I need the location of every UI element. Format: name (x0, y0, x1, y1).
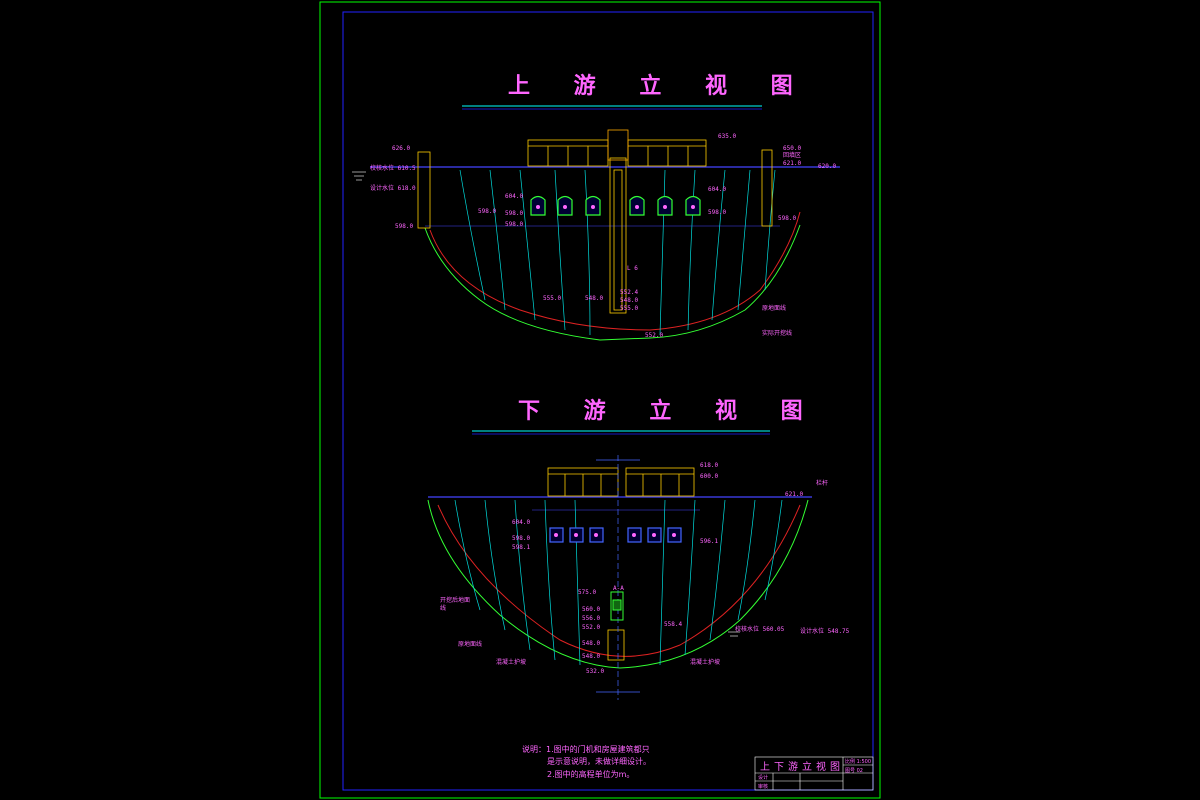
el-label: 618.0 (700, 462, 718, 469)
el-label: 635.0 (718, 133, 736, 140)
el-label: 548.0 (620, 297, 638, 304)
title-block (754, 756, 874, 791)
inner-frame (342, 11, 874, 791)
water-level-label: 设计水位 618.0 (370, 184, 416, 192)
slope-protection-note: 混凝土护坡 (496, 658, 526, 666)
el-label: 552.0 (645, 332, 663, 339)
excavation-note: 实际开挖线 (762, 329, 792, 337)
el-label: 555.0 (620, 305, 638, 312)
el-label: 620.0 (818, 163, 836, 170)
title-block-checker: 审核 (758, 783, 768, 790)
el-label: 598.0 (505, 210, 523, 217)
el-label: 598.0 (512, 535, 530, 542)
el-label: 626.0 (392, 145, 410, 152)
title-block-designer: 设计 (758, 774, 768, 781)
general-notes: 说明：1.图中的门机和房屋建筑都只 是示意说明，未做详细设计。 2.图中的高程单… (522, 744, 651, 779)
el-label: 555.0 (543, 295, 561, 302)
el-label: 552.4 (620, 289, 638, 296)
el-label: 598.0 (395, 223, 413, 230)
note-line: 说明：1.图中的门机和房屋建筑都只 (522, 744, 650, 754)
note-line: 是示意说明，未做详细设计。 (547, 756, 651, 766)
top-title: 上 游 立 视 图 (508, 73, 811, 99)
bottom-title: 下 游 立 视 图 (518, 398, 821, 424)
el-label: 560.0 (582, 606, 600, 613)
el-label: 650.0 (783, 145, 801, 152)
el-label: 回填区 (783, 151, 801, 159)
excavation-note: 线 (440, 604, 446, 612)
el-label: 548.0 (582, 653, 600, 660)
el-label: 548.0 (585, 295, 603, 302)
el-label: 598.0 (778, 215, 796, 222)
ground-line-note: 原地面线 (762, 304, 786, 312)
el-label: 558.4 (664, 621, 682, 628)
el-label: 556.0 (582, 615, 600, 622)
el-label: 598.0 (478, 208, 496, 215)
el-label: 598.0 (708, 209, 726, 216)
el-label: 598.1 (512, 544, 530, 551)
outer-frame (319, 1, 881, 799)
slope-protection-note: 混凝土护坡 (690, 658, 720, 666)
note-line: 2.图中的高程单位为m。 (547, 769, 634, 779)
el-label: 552.0 (582, 624, 600, 631)
el-label: 532.0 (586, 668, 604, 675)
el-label: 604.0 (512, 519, 530, 526)
el-label: 604.0 (708, 186, 726, 193)
title-block-name: 上下游立视图 (760, 760, 844, 773)
el-label: 604.0 (505, 193, 523, 200)
el-label: 598.0 (505, 221, 523, 228)
shaft-label: L 6 (627, 265, 638, 272)
el-label: 621.0 (785, 491, 803, 498)
downstream-elevation: 618.0 600.0 栏杆 621.0 604.0 598.0 598.1 5… (427, 455, 850, 700)
el-label: 596.1 (700, 538, 718, 545)
water-level-label: 校核水位 560.05 (735, 625, 785, 633)
railing-label: 栏杆 (816, 479, 828, 487)
section-mark: A-A (613, 585, 624, 592)
ground-line-note: 原地面线 (458, 640, 482, 648)
upstream-elevation: 626.0 校核水位 610.5 设计水位 618.0 598.0 635.0 … (352, 129, 840, 341)
title-block-sheet: 图号 02 (845, 768, 863, 774)
el-label: 621.0 (783, 160, 801, 167)
el-label: 548.0 (582, 640, 600, 647)
water-level-label: 校核水位 610.5 (370, 164, 416, 172)
water-level-label: 设计水位 548.75 (800, 627, 850, 635)
el-label: 575.0 (578, 589, 596, 596)
excavation-note: 开挖后地面 (440, 596, 470, 604)
title-block-scale: 比例 1:500 (845, 758, 871, 765)
el-label: 600.0 (700, 473, 718, 480)
